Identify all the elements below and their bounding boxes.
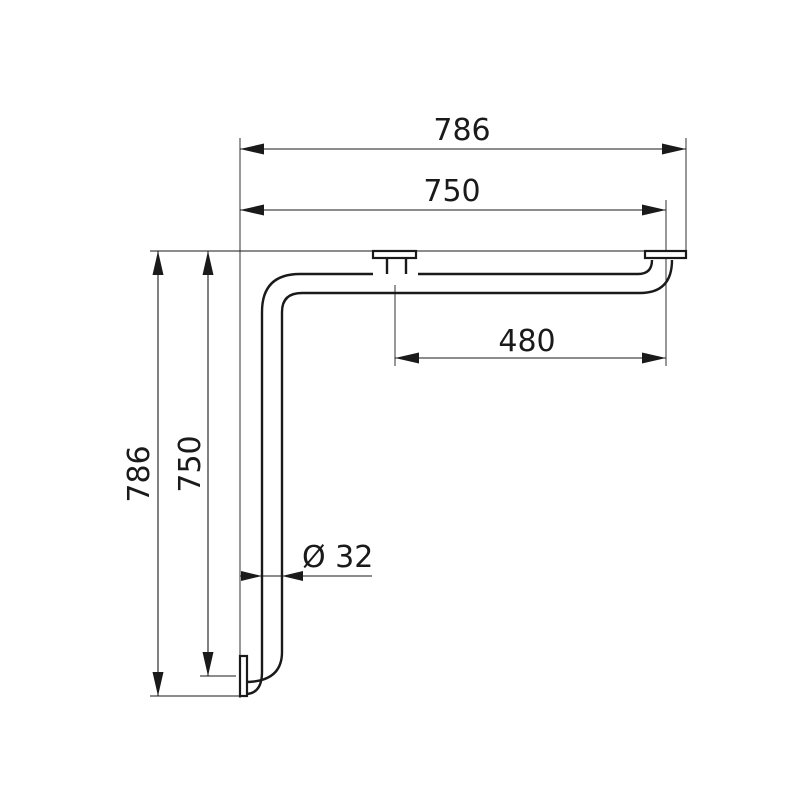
arrow-up [152, 251, 164, 275]
label-left-750: 750 [173, 435, 208, 492]
label-left-786: 786 [122, 445, 157, 502]
extension-lines [150, 138, 687, 698]
label-480: 480 [498, 324, 555, 359]
grab-bar [238, 249, 688, 698]
dimension-diameter [240, 571, 372, 581]
dimension-750-top [240, 204, 666, 216]
bottom-mounting-plate [238, 654, 249, 698]
pipe-outer-edge [244, 259, 654, 696]
arrow-up [202, 251, 214, 275]
arrow-left [240, 204, 264, 216]
pipe-inner-edge [244, 259, 674, 684]
label-top-786: 786 [433, 113, 490, 148]
dimension-786-left [152, 251, 164, 696]
arrow-left [395, 352, 419, 364]
arrow-right [642, 352, 666, 364]
label-diameter: Ø 32 [302, 540, 373, 575]
dimension-750-left [202, 251, 214, 676]
arrow-right [662, 143, 686, 155]
dimension-480 [395, 352, 666, 364]
arrow-left [282, 571, 303, 581]
mid-mounting-plate [371, 249, 418, 260]
arrow-right [241, 571, 262, 581]
right-mounting-plate [643, 249, 688, 260]
arrow-right [642, 204, 666, 216]
arrow-down [152, 672, 164, 696]
arrow-left [240, 143, 264, 155]
label-top-750: 750 [423, 174, 480, 209]
arrow-down [202, 652, 214, 676]
dimension-786-top [240, 143, 686, 155]
